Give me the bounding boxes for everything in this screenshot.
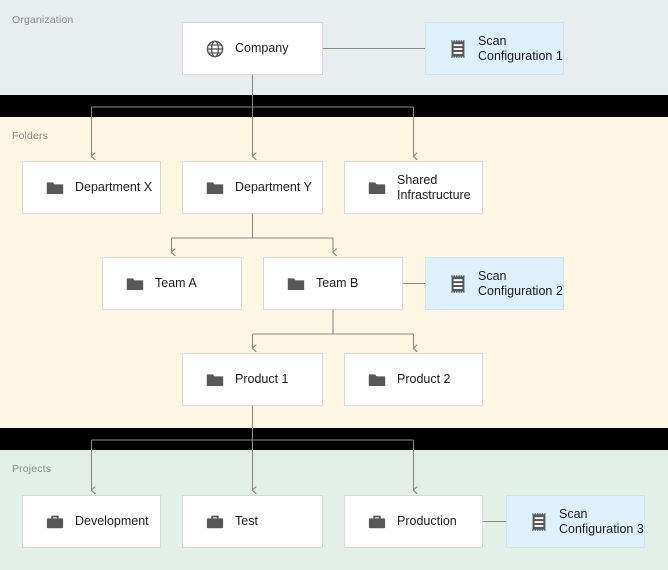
section-separator-top xyxy=(0,95,668,117)
node-company[interactable]: Company xyxy=(182,22,323,75)
briefcase-icon xyxy=(206,515,224,528)
node-label: Team B xyxy=(316,276,359,291)
folder-icon xyxy=(368,373,386,386)
folder-icon xyxy=(126,277,144,290)
section-separator-bottom xyxy=(0,428,668,450)
node-label: Scan Configuration 2 xyxy=(478,269,563,298)
node-label: Development xyxy=(75,514,149,529)
node-label: Team A xyxy=(155,276,197,291)
node-label: Scan Configuration 1 xyxy=(478,34,563,63)
scan-configuration-icon xyxy=(451,274,465,293)
node-department-x[interactable]: Department X xyxy=(22,161,161,214)
section-label-folders: Folders xyxy=(12,130,49,142)
folder-icon xyxy=(368,181,386,194)
node-production[interactable]: Production xyxy=(344,495,483,548)
node-label: Shared Infrastructure xyxy=(397,173,471,202)
node-shared-infrastructure[interactable]: Shared Infrastructure xyxy=(344,161,483,214)
scan-configuration-icon xyxy=(532,512,546,531)
node-label: Scan Configuration 3 xyxy=(559,507,644,536)
node-development[interactable]: Development xyxy=(22,495,161,548)
briefcase-icon xyxy=(368,515,386,528)
node-label: Product 1 xyxy=(235,372,289,387)
node-scan-configuration-3[interactable]: Scan Configuration 3 xyxy=(506,495,645,548)
scan-configuration-icon xyxy=(451,39,465,58)
folder-icon xyxy=(206,373,224,386)
node-label: Production xyxy=(397,514,457,529)
node-label: Product 2 xyxy=(397,372,451,387)
section-label-organization: Organization xyxy=(12,14,74,26)
globe-icon xyxy=(206,40,224,57)
node-label: Test xyxy=(235,514,258,529)
section-label-projects: Projects xyxy=(12,463,52,475)
node-team-a[interactable]: Team A xyxy=(102,257,242,310)
node-department-y[interactable]: Department Y xyxy=(182,161,323,214)
section-band-organization xyxy=(0,0,668,95)
node-label: Company xyxy=(235,41,289,56)
node-scan-configuration-2[interactable]: Scan Configuration 2 xyxy=(425,257,564,310)
node-team-b[interactable]: Team B xyxy=(263,257,403,310)
folder-icon xyxy=(46,181,64,194)
node-label: Department X xyxy=(75,180,153,195)
folder-icon xyxy=(287,277,305,290)
node-test[interactable]: Test xyxy=(182,495,323,548)
node-product-1[interactable]: Product 1 xyxy=(182,353,323,406)
briefcase-icon xyxy=(46,515,64,528)
node-product-2[interactable]: Product 2 xyxy=(344,353,483,406)
node-label: Department Y xyxy=(235,180,312,195)
node-scan-configuration-1[interactable]: Scan Configuration 1 xyxy=(425,22,564,75)
folder-icon xyxy=(206,181,224,194)
